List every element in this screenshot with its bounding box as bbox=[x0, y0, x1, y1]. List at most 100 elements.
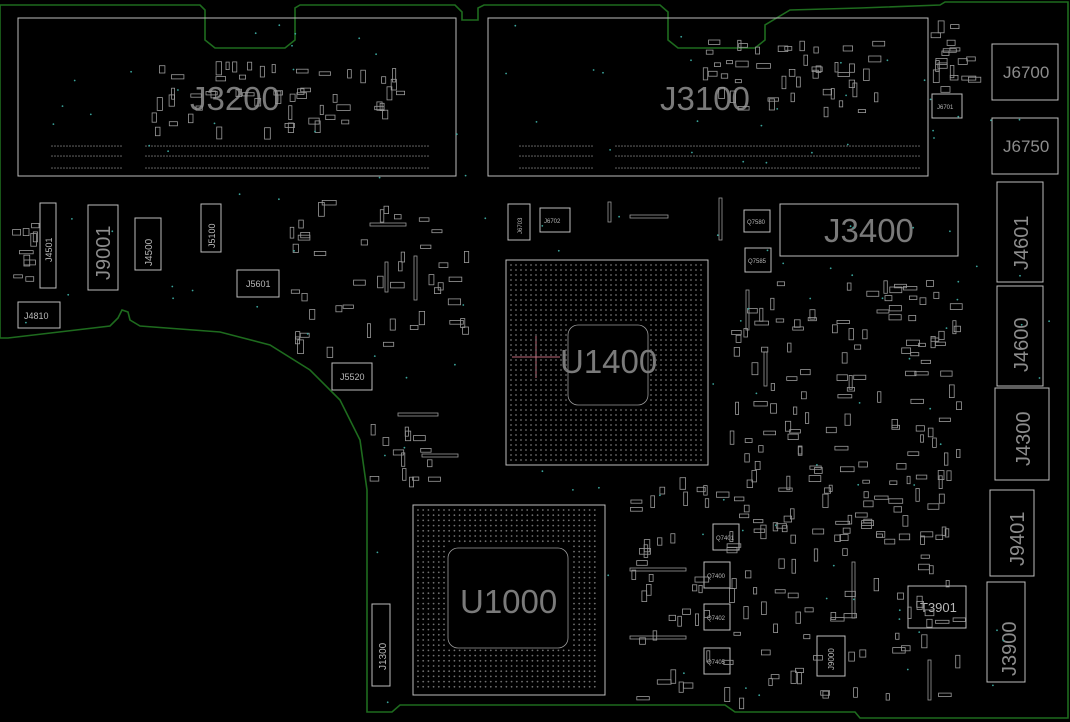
bga-pad bbox=[675, 329, 677, 331]
via bbox=[957, 115, 960, 118]
bga-pad bbox=[655, 274, 657, 276]
connector-pin bbox=[777, 167, 779, 169]
bga-pad bbox=[640, 319, 642, 321]
connector-j5601[interactable]: J5601 bbox=[236, 269, 280, 298]
bga-pad bbox=[585, 289, 587, 291]
connector-pin bbox=[531, 155, 533, 157]
bga-pad bbox=[515, 334, 517, 336]
connector-j1300[interactable]: J1300 bbox=[371, 603, 391, 687]
connector-j4601[interactable]: J4601 bbox=[996, 181, 1044, 283]
bga-pad bbox=[545, 344, 547, 346]
connector-pin bbox=[93, 167, 95, 169]
bga-pad bbox=[675, 379, 677, 381]
bga-pad bbox=[560, 284, 562, 286]
bga-pad bbox=[560, 334, 562, 336]
transistor-q7402[interactable]: Q7402 bbox=[703, 603, 731, 631]
connector-j6750[interactable]: J6750 bbox=[991, 117, 1059, 175]
smd-component bbox=[799, 40, 805, 52]
connector-j5100[interactable]: J5100 bbox=[200, 203, 222, 253]
connector-j3900[interactable]: J3900 bbox=[986, 581, 1026, 683]
transistor-q7401[interactable]: Q7401 bbox=[712, 523, 740, 551]
bga-pad bbox=[540, 344, 542, 346]
bga-pad bbox=[700, 309, 702, 311]
bga-pad bbox=[550, 329, 552, 331]
connector-j3100[interactable]: J3100 bbox=[487, 17, 929, 177]
connector-j4810[interactable]: J4810 bbox=[17, 301, 61, 329]
bga-pad bbox=[655, 444, 657, 446]
connector-pin bbox=[822, 155, 824, 157]
chip-u1400[interactable]: U1400 bbox=[505, 259, 709, 466]
bga-pad bbox=[615, 414, 617, 416]
connector-pin bbox=[418, 145, 420, 147]
bga-pad bbox=[525, 299, 527, 301]
bga-pad bbox=[555, 454, 557, 456]
bga-pad bbox=[670, 324, 672, 326]
smd-component bbox=[888, 498, 904, 504]
smd-component bbox=[294, 336, 300, 345]
bga-pad bbox=[578, 654, 581, 657]
bga-pad bbox=[550, 299, 552, 301]
connector-j6703[interactable]: J6703 bbox=[507, 203, 531, 241]
smd-component bbox=[903, 285, 918, 291]
bga-pad bbox=[552, 535, 555, 537]
connector-pin bbox=[696, 155, 698, 157]
bga-pad bbox=[565, 304, 567, 306]
transistor-q7580[interactable]: Q7580 bbox=[743, 209, 771, 233]
smd-component bbox=[836, 374, 848, 381]
bga-pad bbox=[590, 319, 592, 321]
connector-pin bbox=[301, 145, 303, 147]
bga-pad bbox=[458, 665, 461, 667]
connector-j5520[interactable]: J5520 bbox=[331, 362, 373, 391]
connector-pin bbox=[531, 145, 533, 147]
connector-j4500[interactable]: J4500 bbox=[134, 217, 162, 271]
bga-pad bbox=[422, 581, 425, 584]
connector-j9401[interactable]: J9401 bbox=[989, 489, 1035, 577]
connector-pin bbox=[780, 145, 782, 147]
connector-pin bbox=[588, 145, 590, 147]
connector-j3200[interactable]: J3200 bbox=[17, 17, 457, 177]
bga-pad bbox=[432, 587, 435, 589]
bga-pad bbox=[458, 670, 461, 673]
connector-j6701[interactable]: J6701 bbox=[931, 93, 963, 119]
connector-j6702[interactable]: J6702 bbox=[539, 207, 571, 233]
bga-pad bbox=[650, 354, 652, 356]
smd-component bbox=[729, 531, 734, 542]
connector-pin bbox=[397, 145, 399, 147]
bga-pad bbox=[650, 389, 652, 391]
bga-pad bbox=[526, 665, 529, 667]
bga-pad bbox=[422, 519, 425, 522]
connector-pin bbox=[771, 155, 773, 157]
transistor-q7405[interactable]: Q7405 bbox=[703, 647, 731, 675]
connector-j4600[interactable]: J4600 bbox=[996, 285, 1044, 387]
bga-pad bbox=[427, 519, 430, 522]
bga-pad bbox=[552, 540, 555, 543]
smd-component bbox=[950, 24, 960, 30]
bga-pad bbox=[660, 364, 662, 366]
connector-j4501[interactable]: J4501 bbox=[39, 202, 57, 289]
bga-pad bbox=[536, 540, 539, 543]
bga-pad bbox=[510, 404, 512, 406]
smd-component bbox=[914, 371, 929, 376]
smd-component bbox=[656, 679, 672, 685]
transistor-q7400[interactable]: Q7400 bbox=[703, 561, 731, 589]
connector-j6700[interactable]: J6700 bbox=[991, 43, 1059, 101]
bga-pad bbox=[583, 659, 586, 662]
chip-u1000[interactable]: U1000 bbox=[412, 504, 606, 696]
bga-pad bbox=[432, 644, 435, 647]
connector-j4300[interactable]: J4300 bbox=[994, 387, 1050, 481]
transistor-q7585[interactable]: Q7585 bbox=[744, 247, 772, 273]
bga-pad bbox=[567, 665, 570, 667]
connector-pin bbox=[90, 145, 92, 147]
connector-j9000[interactable]: J9000 bbox=[816, 635, 846, 677]
connector-pin bbox=[57, 167, 59, 169]
connector-j3400[interactable]: J3400 bbox=[779, 203, 959, 257]
bga-pad bbox=[600, 454, 602, 456]
bga-pad bbox=[690, 429, 692, 431]
bga-pad bbox=[417, 566, 419, 569]
bga-pad bbox=[680, 314, 682, 316]
connector-j9001[interactable]: J9001 bbox=[87, 204, 119, 291]
bga-pad bbox=[469, 540, 471, 543]
bga-pad bbox=[510, 389, 512, 391]
bga-pad bbox=[422, 649, 425, 652]
